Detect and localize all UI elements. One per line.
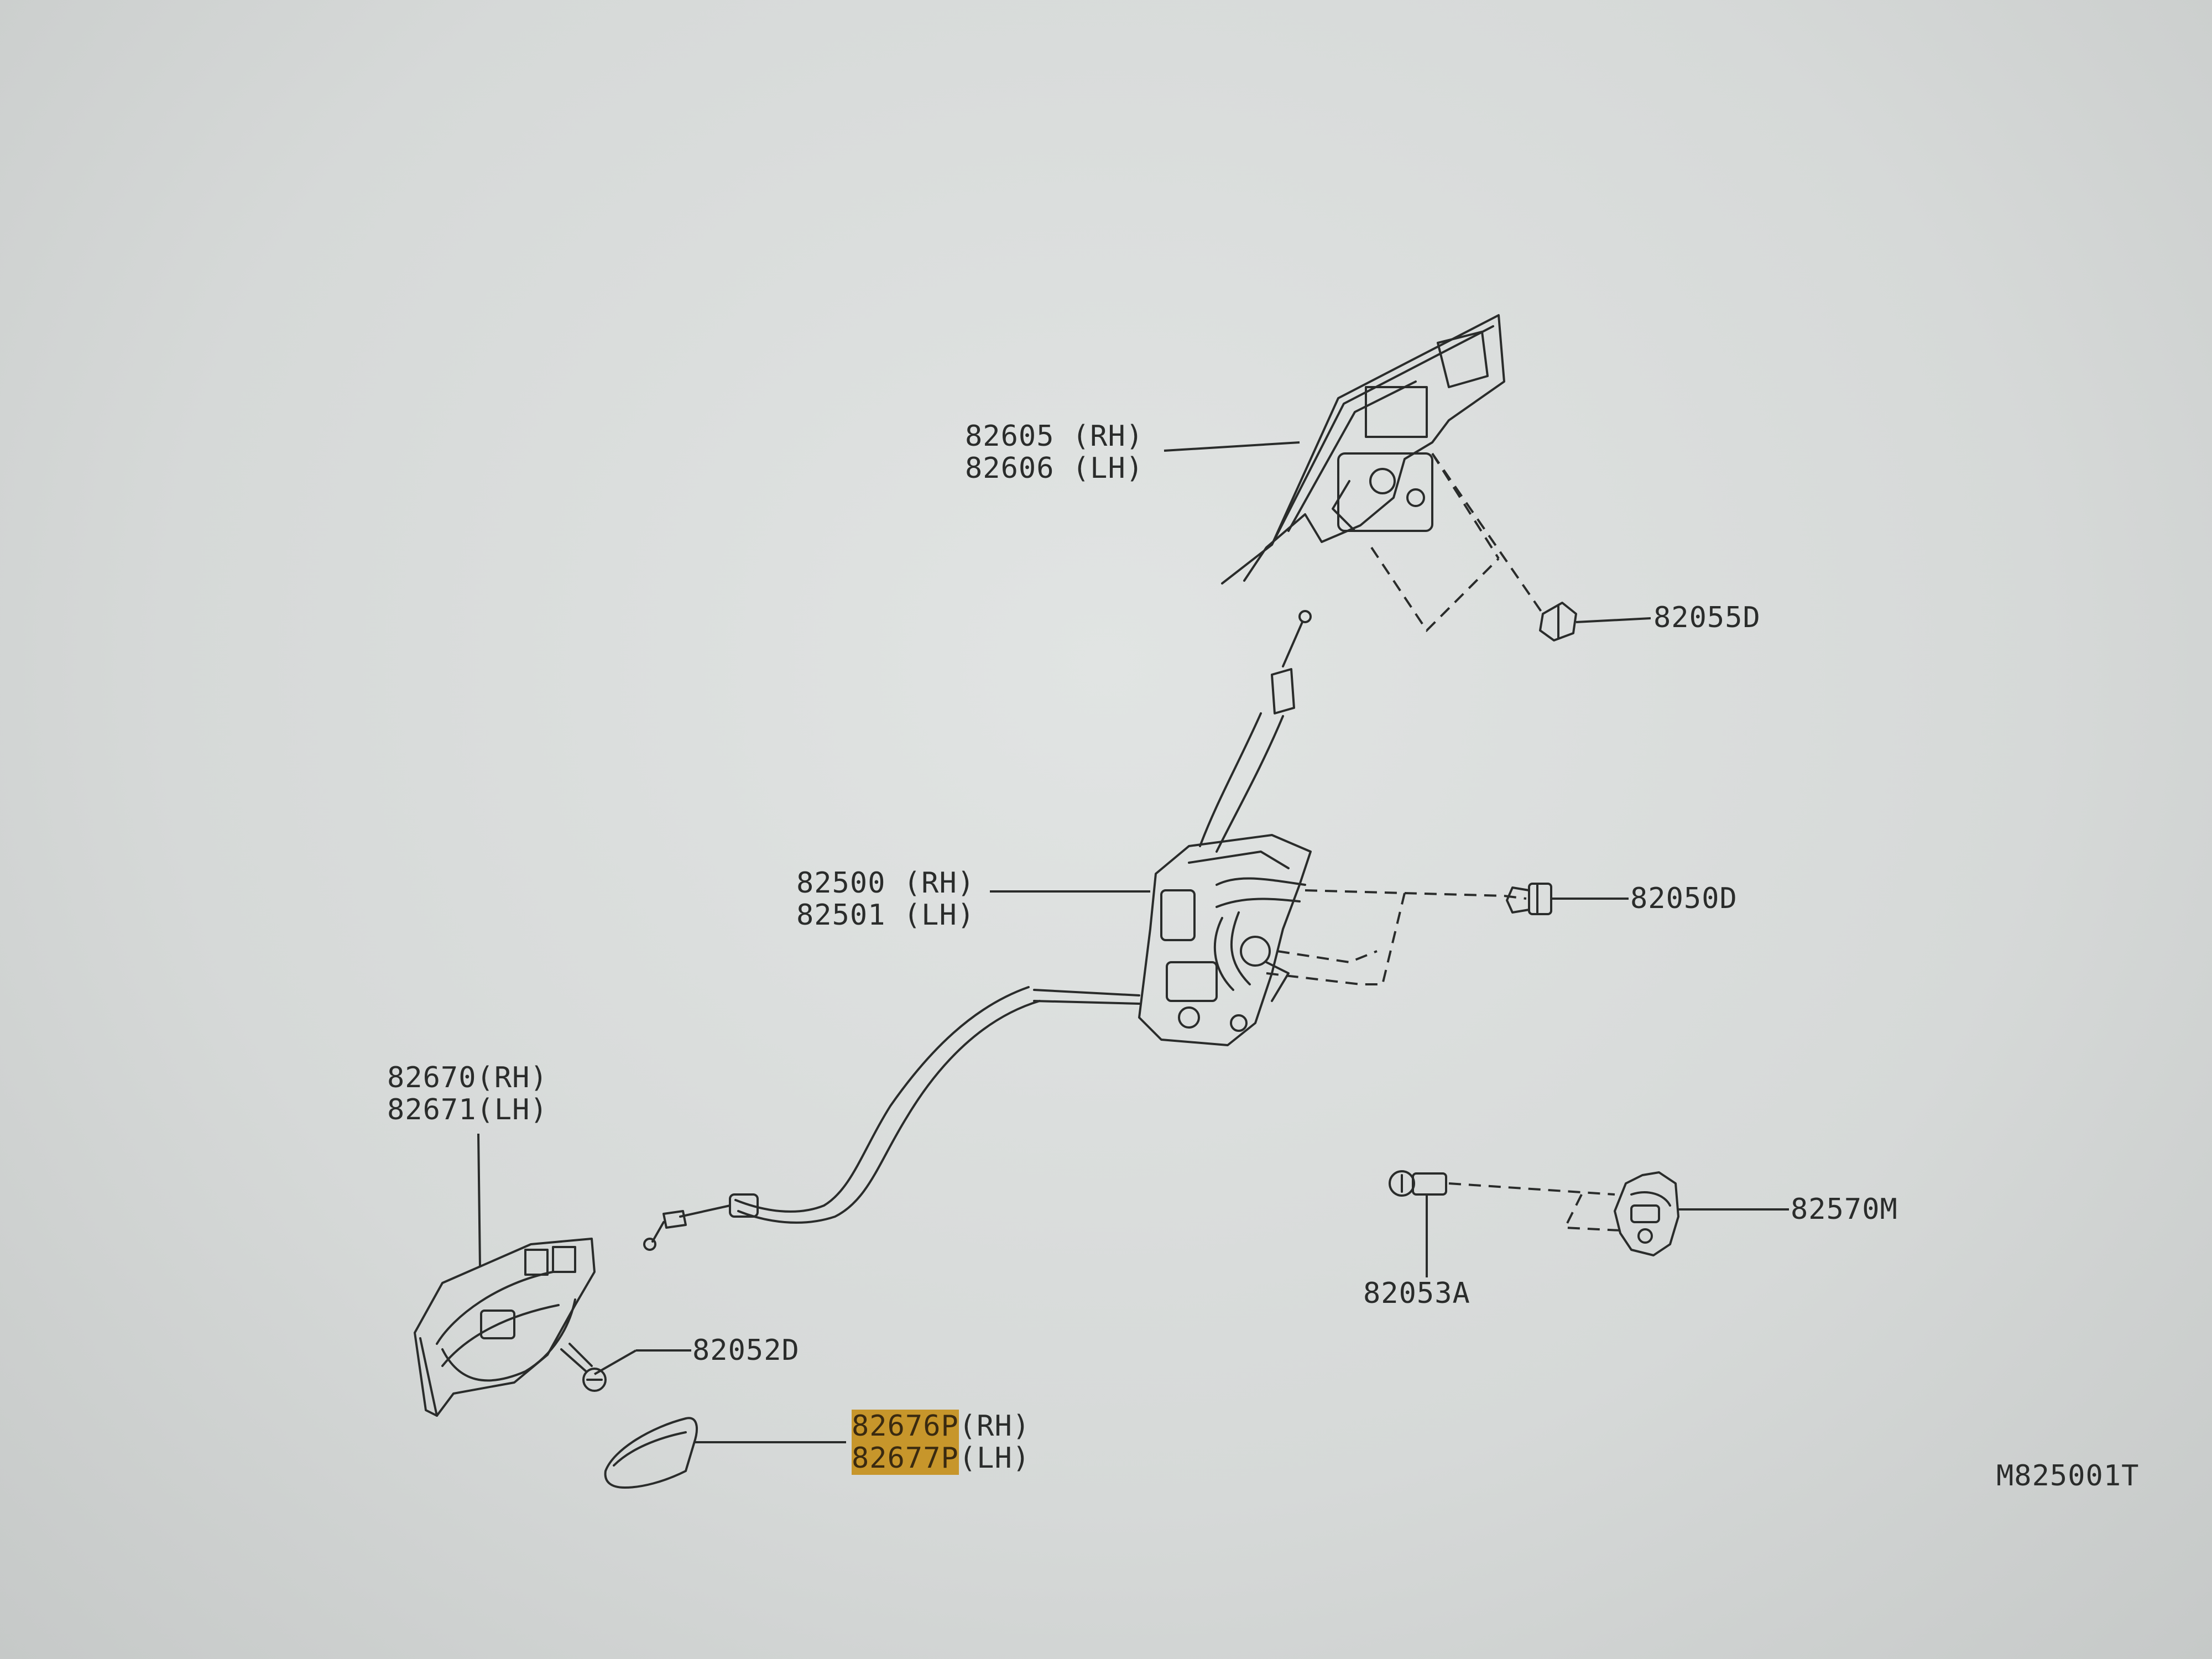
- callout-82671: 82671(LH): [387, 1093, 548, 1126]
- release-cable: [643, 986, 1140, 1251]
- callout-82570m: 82570M: [1791, 1193, 1898, 1226]
- callout-82500: 82500 (RH): [796, 867, 975, 900]
- callout-82050d: 82050D: [1630, 882, 1738, 915]
- callout-82606: 82606 (LH): [965, 452, 1144, 485]
- diagram-code: M825001T: [1996, 1459, 2140, 1493]
- alignment-line-striker: [1448, 1182, 1621, 1232]
- highlighted-part-number-82676p: 82676P: [852, 1410, 959, 1443]
- screw-82055d: [1539, 602, 1577, 641]
- callout-82055d: 82055D: [1653, 601, 1761, 634]
- callout-82676p-side: (RH): [958, 1410, 1031, 1443]
- callout-82501: 82501 (LH): [796, 899, 975, 932]
- callout-82605: 82605 (RH): [965, 420, 1144, 453]
- handle-escutcheon: [604, 1417, 698, 1489]
- inside-door-handle: [414, 1238, 596, 1417]
- screw-82050d: [1506, 883, 1552, 915]
- alignment-line-actuator: [1266, 889, 1527, 985]
- callout-82052d: 82052D: [692, 1334, 800, 1367]
- callout-82670: 82670(RH): [387, 1061, 548, 1094]
- lock-rod: [1199, 610, 1312, 853]
- striker-bolt: [1389, 1170, 1447, 1197]
- alignment-line-upper: [1370, 452, 1544, 633]
- highlighted-part-number-82677p: 82677P: [852, 1442, 959, 1475]
- callout-82677p-side: (LH): [958, 1442, 1031, 1475]
- latch-cover-part: [1221, 314, 1505, 585]
- callout-82677p: 82677P(LH): [852, 1442, 1031, 1475]
- screw-82052d: [560, 1343, 607, 1392]
- callout-82053a: 82053A: [1363, 1277, 1470, 1310]
- callout-82676p: 82676P(RH): [852, 1410, 1031, 1443]
- door-lock-actuator: [1138, 834, 1312, 1046]
- door-striker: [1614, 1171, 1679, 1256]
- leader-lines: [477, 441, 1789, 1443]
